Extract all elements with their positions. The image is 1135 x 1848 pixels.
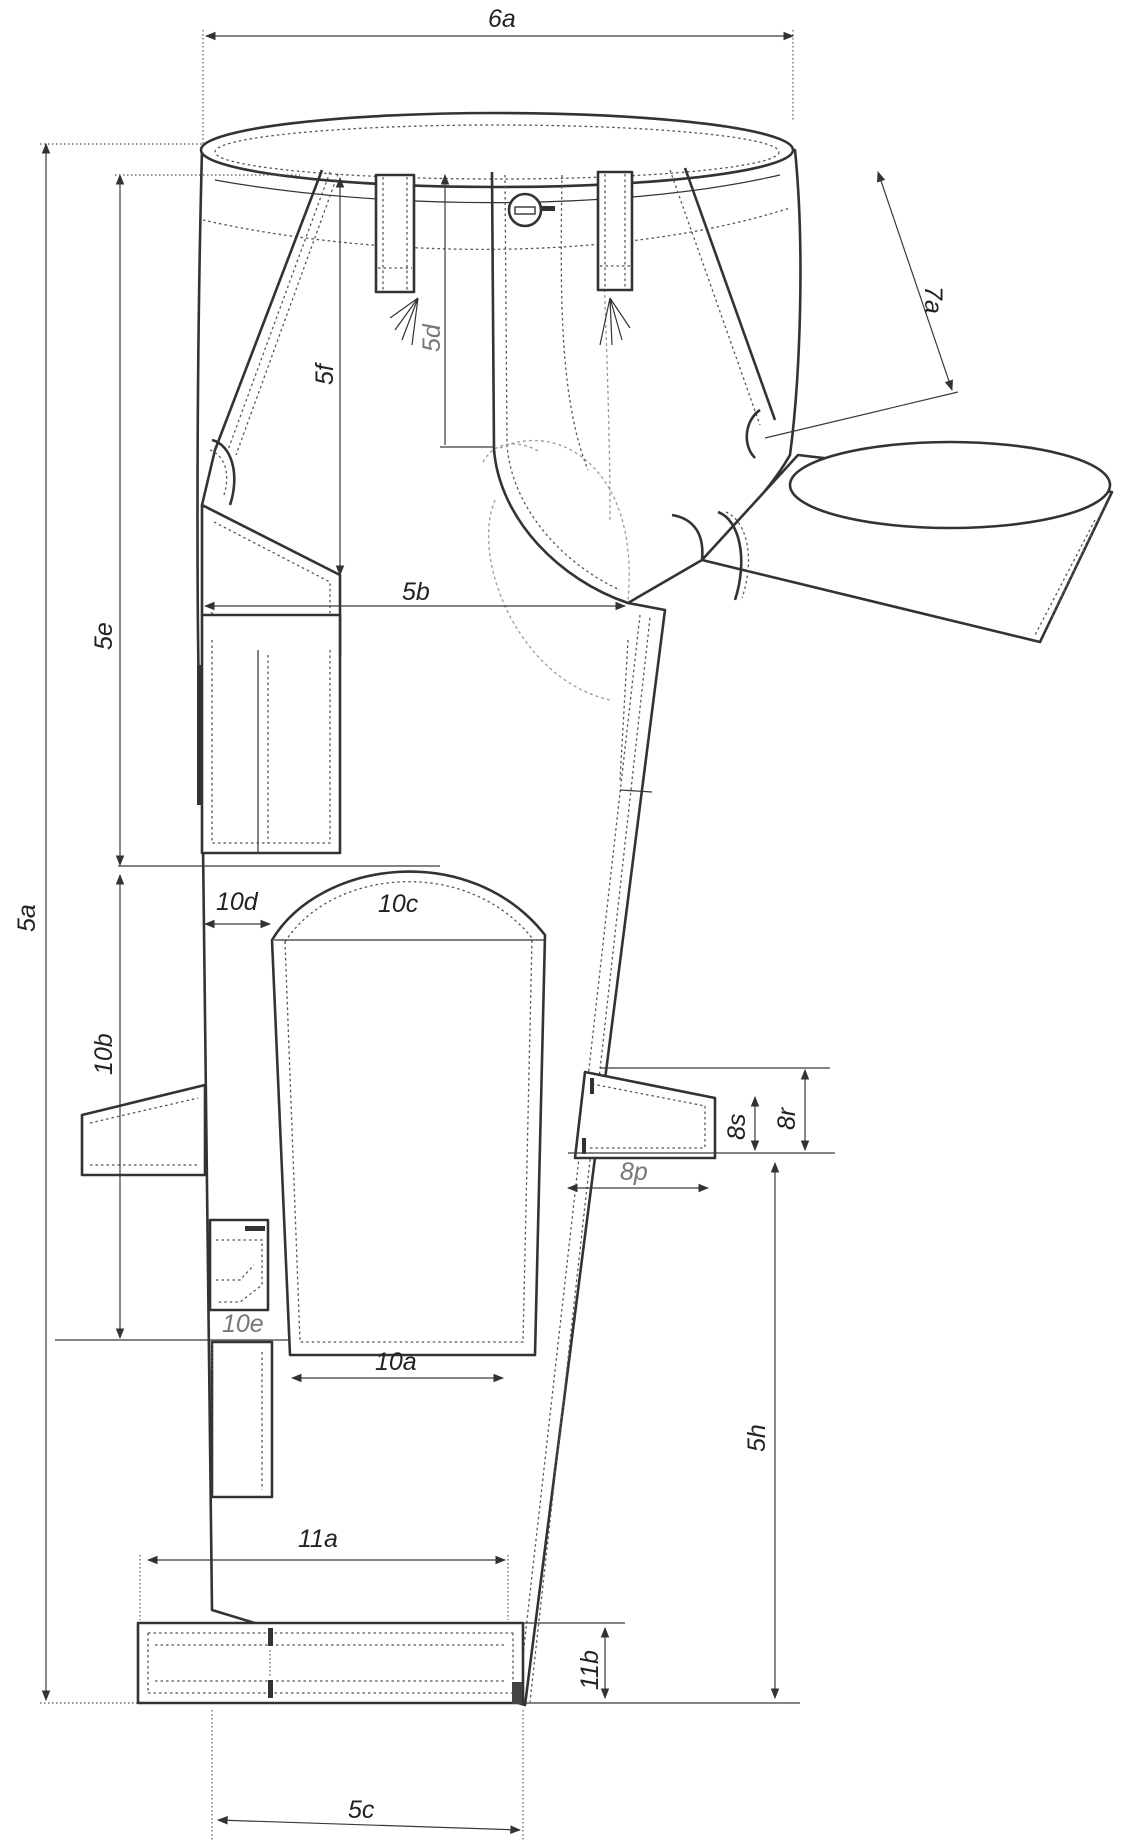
inseam-stitch-b xyxy=(529,617,651,1703)
label-5a: 5a xyxy=(13,904,41,932)
side-tab-right-zip xyxy=(590,1078,594,1094)
small-pocket-zip xyxy=(245,1226,265,1231)
front-pocket-edge xyxy=(200,169,324,506)
front-pocket-facing xyxy=(211,438,236,506)
right-pocket-stitch xyxy=(669,169,761,426)
dim-7a-line xyxy=(877,170,953,392)
pleat-rays-left xyxy=(389,297,419,346)
small-pocket xyxy=(208,1218,274,1499)
leg-opening-ellipse xyxy=(788,440,1112,530)
belt-loop-left-stitch xyxy=(378,177,412,290)
side-pocket-stitch xyxy=(211,640,331,844)
fly-stitch-a xyxy=(504,174,621,591)
label-10c: 10c xyxy=(378,890,419,918)
waistband-lower-stitch xyxy=(202,207,791,250)
label-7a: 7a xyxy=(919,286,947,314)
hem-cuff-tab-1 xyxy=(268,1628,273,1646)
dimension-lines xyxy=(40,30,959,1840)
label-10e: 10e xyxy=(222,1310,264,1338)
knee-patch xyxy=(270,870,547,1357)
dimension-labels: 6a 7a 5a 5e 10b 5f 5d 5b 10d 10c 10e 10a… xyxy=(13,5,947,1824)
dim-7a-ext xyxy=(764,391,959,439)
label-5f: 5f xyxy=(311,361,339,385)
knee-patch-stitch xyxy=(284,881,533,1343)
pleat-rays-right xyxy=(599,297,631,346)
gusset-curve xyxy=(717,510,743,601)
label-8p: 8p xyxy=(620,1158,648,1186)
label-5e: 5e xyxy=(90,622,118,650)
dim-5c-line xyxy=(216,1816,522,1834)
fly-outer-edge xyxy=(490,171,629,605)
side-tab-left xyxy=(80,1083,207,1177)
waistband-lower-edge xyxy=(214,174,781,204)
front-pocket-facing-stitch xyxy=(209,449,228,496)
leg-opening-top xyxy=(671,440,1114,644)
label-10a: 10a xyxy=(375,1348,417,1376)
small-pocket-outline xyxy=(208,1218,270,1312)
side-tab-left-outline xyxy=(80,1083,207,1177)
label-5d: 5d xyxy=(418,323,446,352)
label-11a: 11a xyxy=(298,1525,338,1553)
hem-cuff-outline xyxy=(136,1621,525,1705)
side-tab-right-outline xyxy=(573,1070,717,1160)
label-8s: 8s xyxy=(723,1114,751,1140)
hem-cuff xyxy=(136,1621,525,1705)
crotch-gusset xyxy=(671,513,704,561)
gusset-curve-stitch xyxy=(725,511,750,599)
small-pocket-stitch xyxy=(216,1239,263,1303)
hem-cuff-corner xyxy=(512,1682,522,1704)
side-zipper xyxy=(197,665,202,805)
side-pocket-upper xyxy=(197,503,342,855)
label-5h: 5h xyxy=(743,1424,771,1452)
crotch-curve-guide xyxy=(487,499,611,701)
label-6a: 6a xyxy=(488,5,516,33)
label-10d: 10d xyxy=(216,888,259,916)
right-pocket-edge xyxy=(683,167,777,421)
side-tab-right-stitch xyxy=(590,1083,706,1149)
side-tab-right-zip2 xyxy=(582,1138,586,1154)
buttonhole xyxy=(514,206,536,215)
strip-inner xyxy=(619,639,629,781)
front-pocket-stitch-b xyxy=(235,173,339,456)
button-shank xyxy=(541,206,555,211)
side-pocket-body xyxy=(200,613,342,855)
waistband-top xyxy=(199,111,795,189)
waistband-topstitch xyxy=(214,124,780,180)
hem-cuff-stitch xyxy=(147,1632,514,1694)
label-8r: 8r xyxy=(773,1106,801,1130)
side-tab-right xyxy=(573,1070,717,1160)
hem-cuff-tab-2 xyxy=(268,1680,273,1698)
side-tab-left-stitch xyxy=(89,1097,199,1166)
crotch-curve-guide-3 xyxy=(482,443,541,463)
belt-loop-left xyxy=(374,173,416,294)
belt-loop-right xyxy=(596,170,634,292)
leg-opening-stitch-b xyxy=(1047,504,1106,626)
crotch-curve-guide-2 xyxy=(499,439,630,601)
label-5b: 5b xyxy=(402,578,430,606)
label-10b: 10b xyxy=(90,1033,118,1075)
label-5c: 5c xyxy=(348,1796,375,1824)
strip-joint-1 xyxy=(619,789,653,793)
label-11b: 11b xyxy=(576,1650,604,1690)
right-pocket-facing xyxy=(745,408,761,459)
belt-loop-right-stitch xyxy=(600,174,630,288)
waist-button xyxy=(507,192,543,228)
knee-patch-outline xyxy=(270,870,547,1357)
side-leg-pocket xyxy=(210,1340,274,1499)
